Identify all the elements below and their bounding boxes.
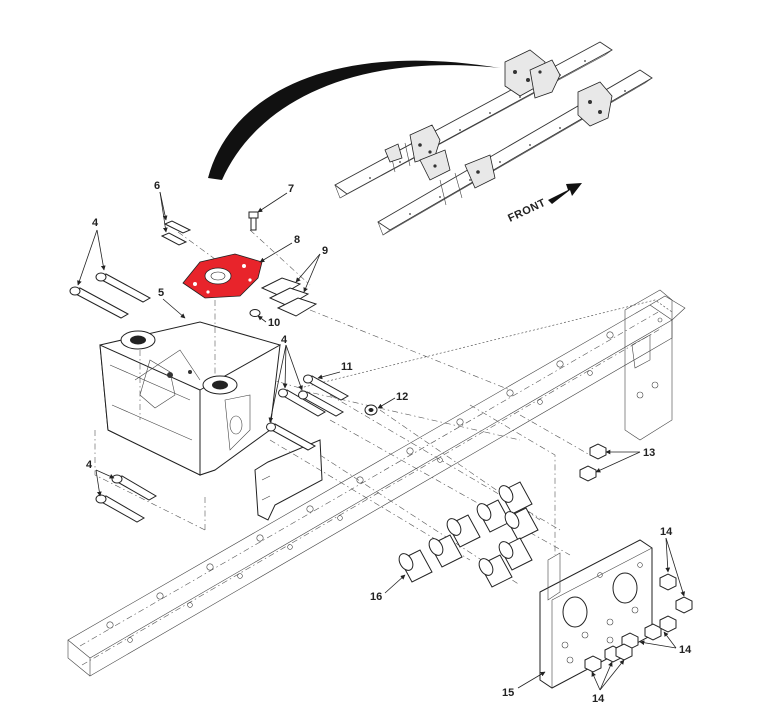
bolts-part-4-lower: [95, 474, 157, 523]
bolt-part-11: [298, 374, 350, 417]
callout-4-upper: 4: [92, 217, 99, 229]
bracket-plate-lower: [254, 439, 323, 521]
callout-14-bottom: 14: [592, 693, 605, 705]
bolt-part-7: [248, 211, 259, 231]
callout-10: 10: [268, 317, 280, 329]
callout-14-right: 14: [679, 644, 692, 656]
callout-14-top: 14: [660, 526, 673, 538]
callout-11: 11: [341, 361, 353, 373]
callout-leaders: [77, 191, 686, 691]
bolts-part-6: [160, 220, 192, 246]
nut-part-10: [249, 309, 261, 317]
nuts-part-13: [579, 443, 607, 482]
callout-8: 8: [294, 234, 300, 246]
callout-15: 15: [502, 687, 514, 699]
curved-pointer-arrow: [208, 60, 500, 180]
bolts-part-4-upper: [69, 272, 152, 319]
bracket-part-5: [99, 321, 281, 476]
callout-7: 7: [288, 183, 294, 195]
callout-4-middle: 4: [281, 334, 288, 346]
front-label: FRONT: [506, 197, 548, 225]
frame-overview-inset: [334, 41, 653, 236]
callout-5: 5: [158, 287, 164, 299]
callout-6: 6: [154, 180, 160, 192]
nuts-part-14: [584, 573, 693, 673]
callout-16: 16: [370, 591, 382, 603]
highlighted-plate-part-8: [182, 253, 263, 299]
plate-part-15: [539, 539, 653, 689]
front-arrow-icon: [548, 183, 582, 204]
callout-4-lower: 4: [86, 459, 93, 471]
callout-12: 12: [396, 391, 408, 403]
callout-numbers: 4 6 7 8 9 10 5 4 11 12 4 13 14 14 14 15 …: [86, 180, 692, 705]
bolts-part-4-middle: [266, 388, 327, 451]
callout-9: 9: [322, 245, 328, 257]
frame-rail: [67, 289, 686, 677]
callout-13: 13: [643, 447, 655, 459]
spacers-part-16: [398, 481, 539, 588]
shims-part-9: [260, 277, 318, 317]
